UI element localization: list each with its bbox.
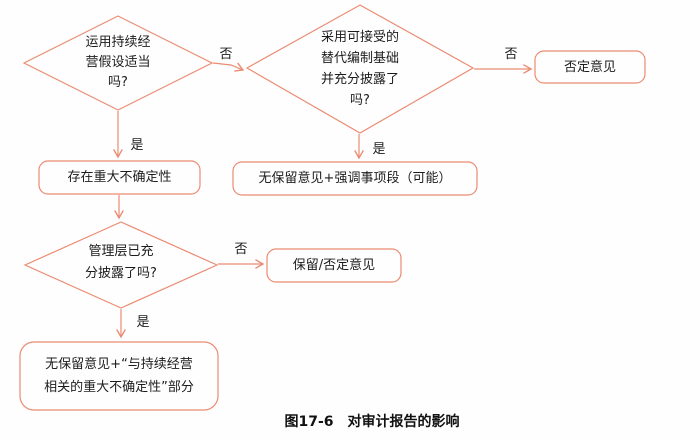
figure-caption: 图17-6 对审计报告的影响 <box>284 414 460 430</box>
box-qualified-adverse-shape <box>266 248 402 283</box>
box-material-uncertainty-shape <box>38 160 201 195</box>
box-unmodified-emphasis-text: 无保留意见+强调事项段（可能） <box>258 171 452 186</box>
decision-management-disclosure-text: 管理层已充 分披露了吗? <box>85 243 157 281</box>
box-unmodified-emphasis-shape <box>232 161 478 196</box>
box-unmodified-mu-section-shape <box>19 341 219 411</box>
box-unmodified-mu-section-text: 无保留意见+“与持续经营 相关的重大不确定性”部分 <box>44 357 194 395</box>
box-adverse-opinion-shape <box>534 50 646 84</box>
decision-going-concern-shape <box>22 15 214 111</box>
edge-label-d1-yes: 是 <box>130 138 144 153</box>
box-material-uncertainty-text: 存在重大不确定性 <box>67 170 172 185</box>
decision-management-disclosure-shape <box>23 221 219 309</box>
decision-alternative-basis-text: 采用可接受的 替代编制基础 并充分披露了 吗? <box>320 30 399 108</box>
decision-alternative-basis-shape <box>245 4 475 134</box>
edge-label-d1-no: 否 <box>219 47 233 62</box>
edge-label-d2-no: 否 <box>504 47 518 62</box>
box-adverse-opinion-text: 否定意见 <box>563 59 616 75</box>
decision-going-concern-text: 运用持续经 营假设适当 吗? <box>85 35 151 90</box>
box-qualified-adverse-text: 保留/否定意见 <box>292 258 376 273</box>
edge-label-d3-no: 否 <box>234 242 248 257</box>
edge-label-d3-yes: 是 <box>136 315 150 330</box>
edge-label-d2-yes: 是 <box>372 142 386 157</box>
arrow-d1-no-to-d2 <box>212 62 245 72</box>
